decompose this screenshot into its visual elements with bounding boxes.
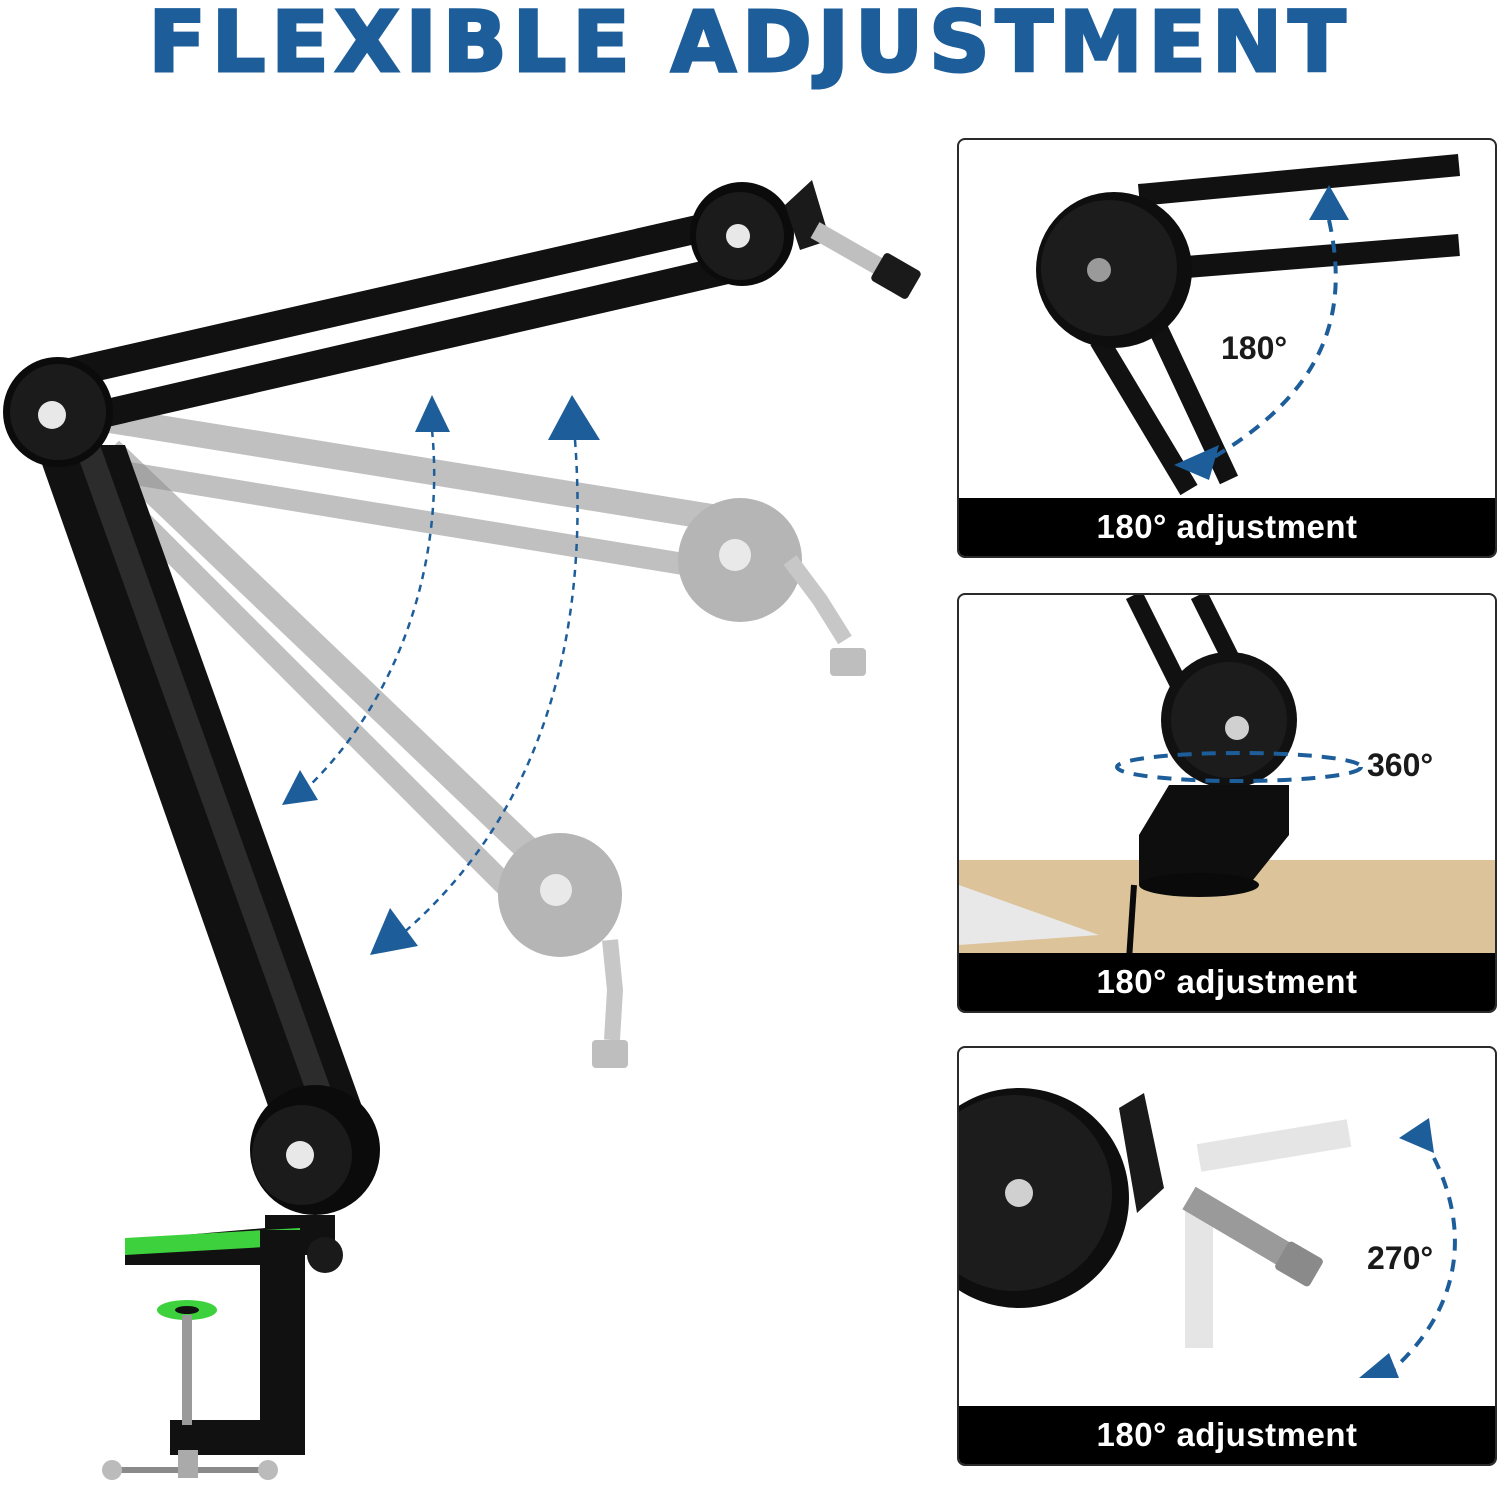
panel-caption: 180° adjustment [959, 498, 1495, 556]
elbow-joint [3, 357, 113, 467]
base-rotation-image [959, 595, 1495, 961]
detail-panel-elbow: 180° 180° adjustment [957, 138, 1497, 558]
detail-panel-mount: 270° 180° adjustment [957, 1046, 1497, 1466]
angle-label: 180° [1221, 330, 1288, 366]
boom-arm-illustration [3, 180, 921, 1480]
rotation-arrow-left [282, 395, 450, 805]
boom-arm-lower-section [30, 430, 365, 1140]
base-joint [250, 1085, 380, 1215]
ghost-arm-upper-position [107, 407, 866, 676]
angle-label: 360° [1367, 747, 1434, 783]
panel-caption: 180° adjustment [959, 953, 1495, 1011]
detail-panel-base: 360° 180° adjustment [957, 593, 1497, 1013]
elbow-rotation-image [1036, 154, 1461, 496]
panel-caption: 180° adjustment [959, 1406, 1495, 1464]
boom-arm-upper-section [60, 205, 748, 432]
mount-rotation-image [959, 1088, 1457, 1378]
ghost-arm-lower-position [101, 440, 628, 1068]
top-mount-joint [690, 180, 921, 299]
desk-clamp [102, 1215, 343, 1480]
angle-label: 270° [1367, 1240, 1434, 1276]
rotation-arrow-right [370, 395, 600, 955]
page-title: FLEXIBLE ADJUSTMENT [147, 0, 1352, 92]
